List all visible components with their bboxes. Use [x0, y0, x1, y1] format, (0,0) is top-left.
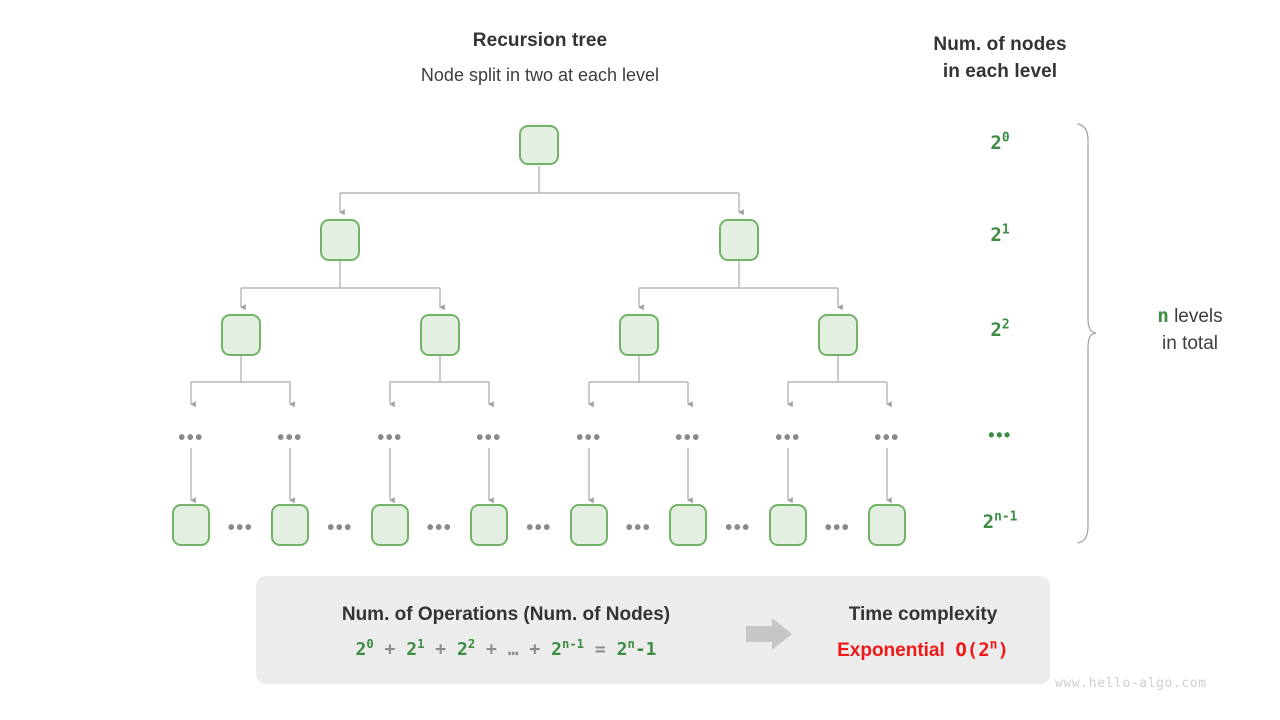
tree-node — [320, 219, 360, 261]
level-ellipsis: ••• — [377, 427, 403, 449]
tree-node — [769, 504, 807, 546]
node-gap-ellipsis: ••• — [327, 517, 353, 539]
node-count-header-line1: Num. of nodes — [933, 34, 1067, 55]
tree-node — [818, 314, 858, 356]
eq-plus: + — [384, 639, 396, 660]
level-ellipsis: ••• — [874, 427, 900, 449]
big-o-notation: O(2n) — [955, 637, 1009, 661]
tree-node — [420, 314, 460, 356]
eq-term-0: 20 — [355, 637, 374, 660]
summary-arrow-icon — [746, 618, 792, 650]
tree-node — [719, 219, 759, 261]
node-gap-ellipsis: ••• — [725, 517, 751, 539]
level-count-base: 2 — [990, 132, 1002, 154]
total-levels-label: n levels in total — [1105, 303, 1275, 357]
eq-plus: + — [529, 639, 541, 660]
operations-equation: 20 + 21 + 22 + … + 2n-1 = 2n-1 — [276, 637, 736, 660]
level-ellipsis: ••• — [277, 427, 303, 449]
level-count-1: 21 — [945, 224, 1055, 246]
level-ellipsis: ••• — [675, 427, 701, 449]
level-count-2: 22 — [945, 319, 1055, 341]
level-count-ellipsis: ••• — [988, 425, 1012, 445]
n-symbol: n — [1157, 305, 1169, 327]
level-count-base: 2 — [990, 319, 1002, 341]
tree-node — [570, 504, 608, 546]
eq-term-2: 22 — [456, 637, 476, 660]
level-count-exponent: 0 — [1001, 130, 1010, 146]
tree-node — [470, 504, 508, 546]
tree-node — [669, 504, 707, 546]
operations-title: Num. of Operations (Num. of Nodes) — [341, 604, 671, 625]
time-complexity-title: Time complexity — [848, 604, 998, 625]
levels-word: levels — [1174, 306, 1223, 327]
node-gap-ellipsis: ••• — [824, 517, 851, 539]
page-subtitle: Node split in two at each level — [420, 65, 660, 85]
eq-equals: = — [594, 639, 606, 660]
level-ellipsis: ••• — [476, 427, 502, 449]
eq-term-1: 21 — [406, 637, 425, 660]
level-ellipsis: ••• — [178, 427, 204, 449]
complexity-word: Exponential — [837, 640, 945, 661]
summary-panel — [256, 576, 1050, 684]
tree-node — [371, 504, 409, 546]
level-count-base: 2 — [982, 511, 995, 533]
tree-node — [271, 504, 309, 546]
tree-node — [172, 504, 210, 546]
level-count-last: 2n-1 — [945, 511, 1055, 533]
tree-node — [519, 125, 559, 165]
page-title: Recursion tree — [472, 30, 608, 51]
level-ellipsis: ••• — [576, 427, 602, 449]
level-count-0: 20 — [945, 132, 1055, 154]
in-total-word: in total — [1162, 333, 1218, 354]
level-count-exponent: n-1 — [994, 509, 1018, 525]
node-gap-ellipsis: ••• — [227, 517, 254, 539]
watermark: www.hello-algo.com — [1055, 676, 1207, 691]
eq-plus: + — [486, 639, 497, 660]
eq-plus: + — [435, 639, 447, 660]
eq-term-last: 2n-1 — [551, 637, 585, 660]
node-gap-ellipsis: ••• — [526, 517, 552, 539]
node-count-header-line2: in each level — [942, 61, 1058, 82]
level-count-exponent: 1 — [1001, 222, 1010, 238]
level-count-base: 2 — [990, 224, 1002, 246]
eq-ellipsis: … — [507, 639, 519, 660]
level-ellipsis: ••• — [775, 427, 801, 449]
node-gap-ellipsis: ••• — [426, 517, 453, 539]
time-complexity-value: Exponential O(2n) — [800, 639, 1046, 662]
node-gap-ellipsis: ••• — [625, 517, 652, 539]
eq-result: 2n-1 — [616, 637, 657, 660]
tree-node — [221, 314, 261, 356]
tree-node — [868, 504, 906, 546]
level-count-exponent: 2 — [1001, 317, 1010, 333]
levels-brace — [1077, 123, 1097, 544]
tree-node — [619, 314, 659, 356]
